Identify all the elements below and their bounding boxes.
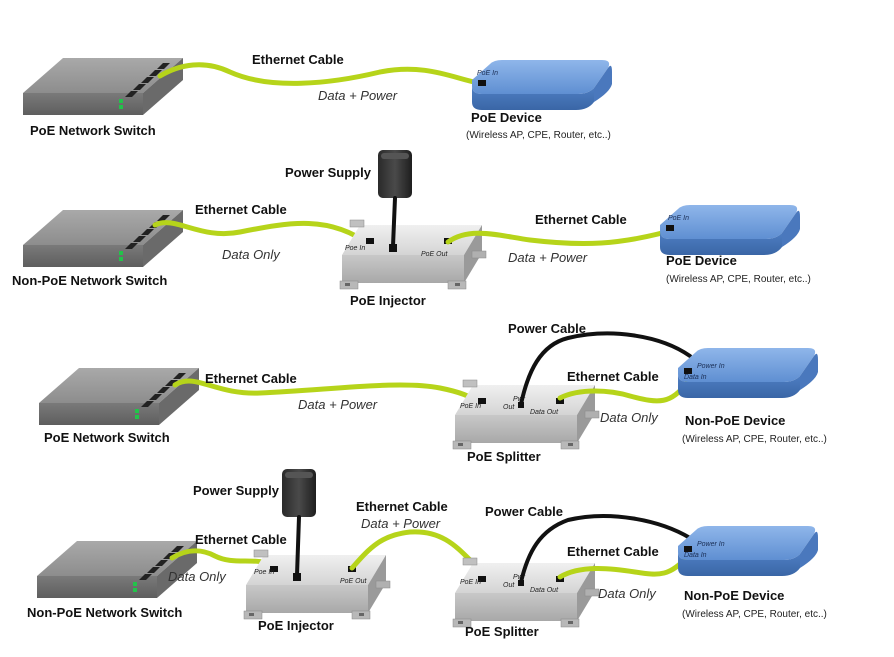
row3-group: PoE In Pwr Out Data Out Power In Data In…: [39, 321, 827, 464]
row4-ethernet-cable-3: [557, 553, 691, 580]
row1-device-port-label: PoE In: [477, 70, 498, 77]
row2-poe-injector: [339, 219, 487, 290]
row2-injector-port-out-label: PoE Out: [421, 251, 449, 258]
row3-ethernet-cable-2: [557, 379, 691, 404]
row4-ethernet-cable-1: [169, 548, 278, 569]
row4-flow2-label: Data + Power: [361, 516, 441, 531]
row2-flow2-label: Data + Power: [508, 250, 588, 265]
row4-group: Poe In PoE Out PoE In Pwr Out Data Out P…: [27, 469, 827, 639]
row4-injector-port-out-label: PoE Out: [340, 578, 368, 585]
row1-ethernet-cable: [157, 62, 489, 87]
row4-splitter-port-in-label: PoE In: [460, 579, 481, 586]
row3-splitter-port-out: [556, 398, 564, 404]
row3-splitter-port-pwr-label-2: Out: [503, 404, 515, 411]
row4-power-cable-label: Power Cable: [485, 504, 563, 519]
row1-network-switch: [23, 58, 183, 115]
row2-power-supply: [378, 150, 412, 198]
row3-splitter-label: PoE Splitter: [467, 449, 541, 464]
row4-device-port1-label: Power In: [697, 541, 725, 548]
row3-non-poe-device: [678, 348, 818, 398]
row3-ethernet-cable-1: [172, 378, 485, 407]
row3-device-port1-label: Power In: [697, 363, 725, 370]
row2-switch-label: Non-PoE Network Switch: [12, 273, 167, 288]
row3-power-cable: [519, 331, 692, 406]
row2-group: Poe In PoE Out PoE In Power Supply Ether…: [12, 150, 811, 308]
row4-splitter-port-in: [478, 576, 486, 582]
row1-device-subtitle: (Wireless AP, CPE, Router, etc..): [466, 130, 611, 141]
row4-psu-label: Power Supply: [193, 483, 280, 498]
row1-poe-device: [472, 60, 612, 110]
row2-injector-port-in-label: Poe In: [345, 245, 365, 252]
row3-power-cable-label: Power Cable: [508, 321, 586, 336]
row4-cable2-label: Ethernet Cable: [356, 499, 448, 514]
row3-cable1-label: Ethernet Cable: [205, 371, 297, 386]
row3-device-port2-label: Data In: [684, 374, 707, 381]
row4-psu-jack: [293, 573, 301, 581]
row1-cable-label: Ethernet Cable: [252, 52, 344, 67]
row4-switch-label: Non-PoE Network Switch: [27, 605, 182, 620]
row2-device-title: PoE Device: [666, 253, 737, 268]
row4-psu-cord: [295, 515, 301, 577]
row4-splitter-port-pwr-label-1: Pwr: [513, 574, 526, 581]
row2-device-subtitle: (Wireless AP, CPE, Router, etc..): [666, 274, 811, 285]
row4-splitter-port-out-label: Data Out: [530, 587, 559, 594]
row4-power-cable: [519, 514, 692, 584]
row3-splitter-port-pwr-label-1: Pwr: [513, 396, 526, 403]
row2-injector-label: PoE Injector: [350, 293, 426, 308]
row4-device-subtitle: (Wireless AP, CPE, Router, etc..): [682, 609, 827, 620]
row3-device-title: Non-PoE Device: [685, 413, 785, 428]
row2-network-switch: [23, 210, 183, 267]
row1-device-title: PoE Device: [471, 110, 542, 125]
row4-device-port2-label: Data In: [684, 552, 707, 559]
row3-network-switch: [39, 368, 199, 425]
row1-group: PoE In Ethernet Cable Data + Power PoE N…: [23, 52, 612, 141]
row2-ethernet-cable-1: [152, 220, 373, 248]
row4-splitter-label: PoE Splitter: [465, 624, 539, 639]
row4-injector-port-in: [270, 566, 278, 572]
row3-splitter-port-out-label: Data Out: [530, 409, 559, 416]
row3-device-subtitle: (Wireless AP, CPE, Router, etc..): [682, 434, 827, 445]
row3-splitter-port-in-label: PoE In: [460, 403, 481, 410]
row4-power-supply: [282, 469, 316, 517]
row4-cable3-label: Ethernet Cable: [567, 544, 659, 559]
row3-cable2-label: Ethernet Cable: [567, 369, 659, 384]
row3-flow2-label: Data Only: [600, 410, 659, 425]
row4-injector-label: PoE Injector: [258, 618, 334, 633]
row4-device-title: Non-PoE Device: [684, 588, 784, 603]
row3-splitter-port-in: [478, 398, 486, 404]
row4-flow3-label: Data Only: [598, 586, 657, 601]
row2-cable2-label: Ethernet Cable: [535, 212, 627, 227]
row4-poe-injector: [243, 549, 391, 620]
row4-flow1-label: Data Only: [168, 569, 227, 584]
row2-device-port-label: PoE In: [668, 215, 689, 222]
row4-non-poe-device: [678, 526, 818, 576]
row2-ethernet-cable-2: [445, 225, 683, 247]
row2-psu-cord: [391, 196, 397, 248]
row4-injector-port-in-label: Poe In: [254, 569, 274, 576]
row2-injector-port-in: [366, 238, 374, 244]
row2-cable1-label: Ethernet Cable: [195, 202, 287, 217]
row2-flow1-label: Data Only: [222, 247, 281, 262]
row1-switch-label: PoE Network Switch: [30, 123, 156, 138]
row2-psu-jack: [389, 244, 397, 252]
row3-switch-label: PoE Network Switch: [44, 430, 170, 445]
row3-flow1-label: Data + Power: [298, 397, 378, 412]
row4-cable1-label: Ethernet Cable: [195, 532, 287, 547]
row2-poe-device: [660, 205, 800, 255]
row2-psu-label: Power Supply: [285, 165, 372, 180]
row4-splitter-port-pwr-label-2: Out: [503, 582, 515, 589]
row1-flow-label: Data + Power: [318, 88, 398, 103]
